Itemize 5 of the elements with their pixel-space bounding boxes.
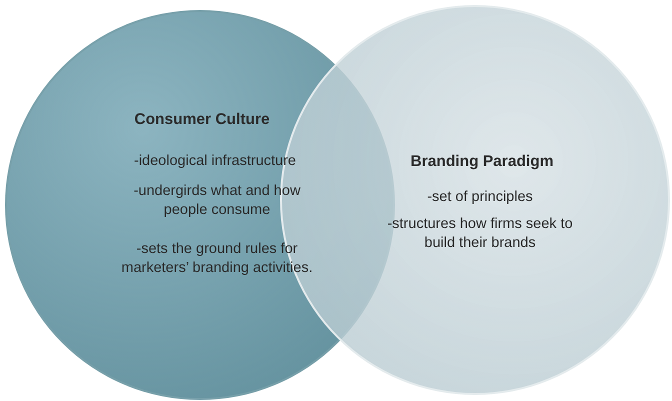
bullet-text: -structures how firms seek to build their brands <box>386 215 574 253</box>
circle-title: Branding Paradigm <box>410 152 554 172</box>
bullet-text: -set of principles <box>426 188 534 207</box>
circle-title: Consumer Culture <box>133 110 271 130</box>
bullet-text: -undergirds what and how people consume <box>132 182 302 220</box>
